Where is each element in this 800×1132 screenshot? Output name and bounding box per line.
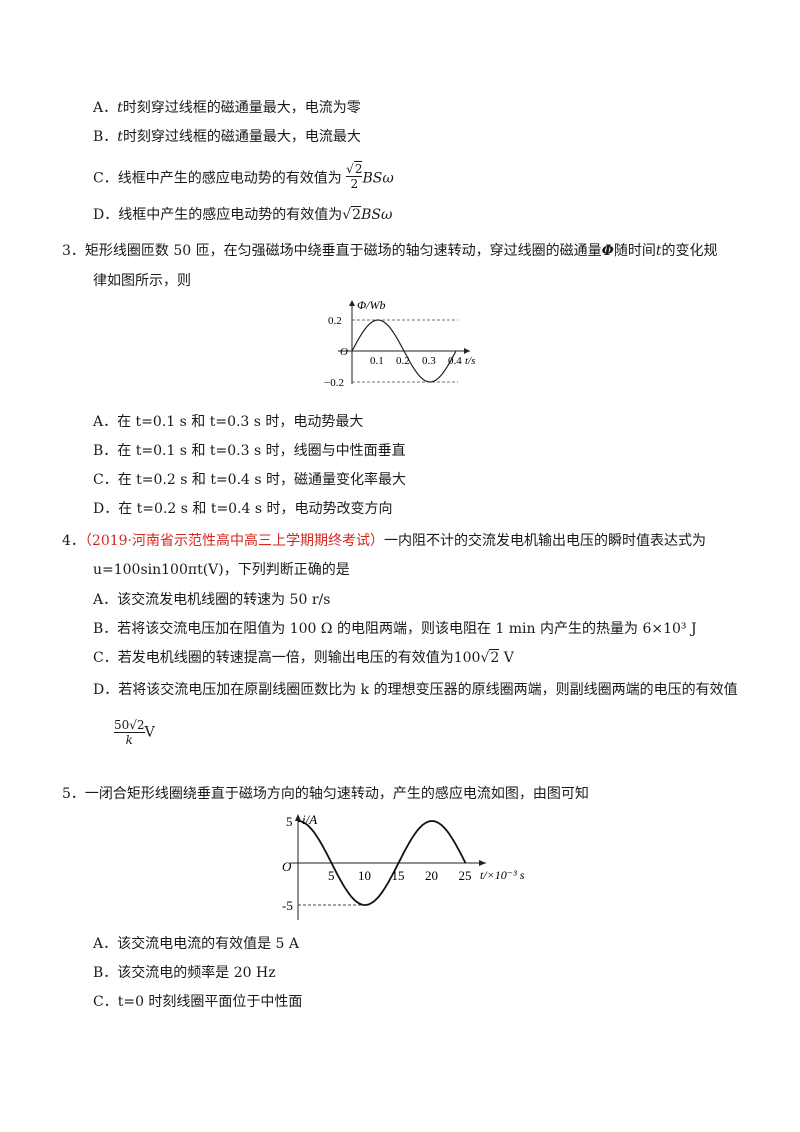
q2-option-c: C．线框中产生的感应电动势的有效值为 √2 2 BSω [93,161,394,191]
x-tick-label: 0.3 [422,355,436,367]
current-cosine-curve [297,820,467,906]
y-axis-label: i/A [302,812,317,827]
x-tick-label: 15 [392,868,405,883]
q2-option-b: B．t时刻穿过线框的磁通量最大，电流最大 [93,129,361,145]
x-tick-label: 25 [459,868,472,883]
q4-option-d: D．若将该交流电压加在原副线圈匝数比为 k 的理想变压器的原线圈两端，则副线圈两… [93,682,738,698]
x-axis-label: t/×10⁻³ s [480,868,525,882]
x-tick-label: 0.4 [448,355,462,367]
q3-option-a: A．在 t=0.1 s 和 t=0.3 s 时，电动势最大 [93,414,364,430]
q4-source: （2019·河南省示范性高中高三上学期期终考试） [84,533,384,549]
q5-option-c: C．t=0 时刻线圈平面位于中性面 [93,994,303,1010]
q3-option-b: B．在 t=0.1 s 和 t=0.3 s 时，线圈与中性面垂直 [93,443,406,459]
q4-option-a: A．该交流发电机线圈的转速为 50 r/s [93,592,331,608]
y-tick-label: -5 [282,898,293,913]
origin-label: O [282,859,292,874]
y-axis-label: Φ/Wb [357,298,385,312]
y-tick-label: 0.2 [328,315,342,327]
q5-stem: 5．一闭合矩形线圈绕垂直于磁场方向的轴匀速转动，产生的感应电流如图，由图可知 [62,786,589,802]
x-tick-label: 20 [425,868,438,883]
q3-option-c: C．在 t=0.2 s 和 t=0.4 s 时，磁通量变化率最大 [93,472,407,488]
x-axis-arrow [479,860,486,866]
q4-stem-line2: u=100sin100πt(V)，下列判断正确的是 [93,562,350,578]
x-tick-label: 0.1 [370,355,384,367]
q5-option-b: B．该交流电的频率是 20 Hz [93,965,276,981]
q4-option-c: C．若发电机线圈的转速提高一倍，则输出电压的有效值为100√2 V [93,649,514,666]
x-tick-label: 5 [328,868,335,883]
q3-stem-line1: 3．矩形线圈匝数 50 匝，在匀强磁场中绕垂直于磁场的轴匀速转动，穿过线圈的磁通… [62,243,718,259]
y-axis-arrow [349,300,355,306]
flux-sine-curve [351,319,457,383]
x-axis-label: t/s [465,355,475,367]
q3-option-d: D．在 t=0.2 s 和 t=0.4 s 时，电动势改变方向 [93,501,393,517]
q2-option-d: D．线框中产生的感应电动势的有效值为√2BSω [93,206,393,223]
q4-option-d-value: 50√2 k V [114,718,155,747]
q4-option-b: B．若将该交流电压加在阻值为 100 Ω 的电阻两端，则该电阻在 1 min 内… [93,621,697,637]
q2-option-a: A．t时刻穿过线框的磁通量最大，电流为零 [93,100,361,116]
x-axis-arrow [464,348,470,354]
origin-label: O [340,346,348,358]
q5-option-a: A．该交流电电流的有效值是 5 A [93,936,300,952]
y-axis-arrow [295,814,301,821]
x-tick-label: 10 [358,868,371,883]
y-tick-label: −0.2 [324,377,344,388]
q4-stem-line1: 4．（2019·河南省示范性高中高三上学期期终考试）一内阻不计的交流发电机输出电… [62,533,706,549]
y-tick-label: 5 [286,814,293,829]
sqrt2-over-2-fraction: √2 2 [346,161,363,191]
flux-time-graph: Φ/Wb t/s O 0.2 −0.2 0.1 0.2 0.3 0.4 [324,298,475,388]
x-tick-label: 0.2 [396,355,410,367]
current-time-graph: i/A t/×10⁻³ s O 5 -5 5 10 15 20 25 [282,812,525,920]
q3-stem-line2: 律如图所示，则 [93,273,191,289]
